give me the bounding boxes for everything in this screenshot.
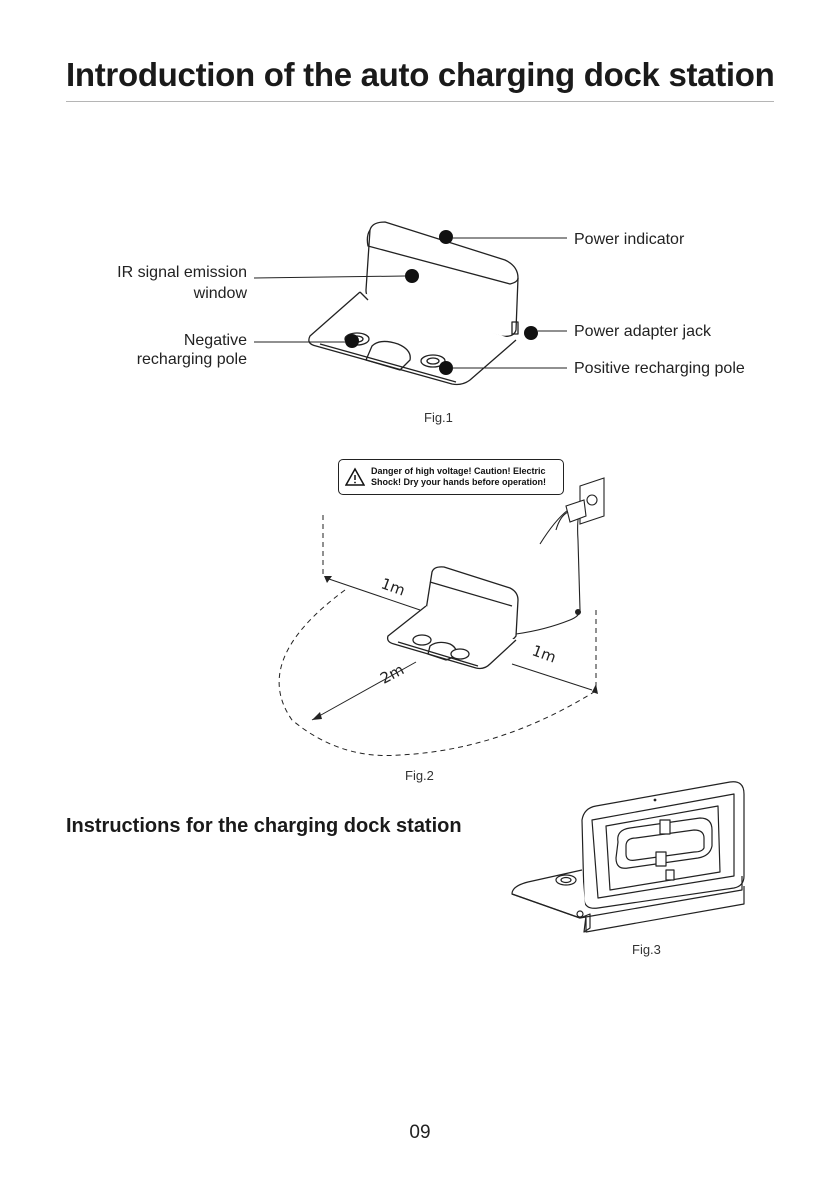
negative-pole-dot — [345, 334, 359, 348]
positive-pole-dot — [439, 361, 453, 375]
power-jack-dot — [524, 326, 538, 340]
label-positive-pole: Positive recharging pole — [574, 360, 745, 377]
label-negative-line1: Negative — [183, 332, 247, 349]
label-ir-window-line1: IR signal emission — [117, 264, 247, 281]
label-ir-window-line2: window — [193, 285, 247, 302]
title-divider — [66, 101, 774, 102]
label-negative-line2: recharging pole — [136, 351, 247, 368]
page-title: Introduction of the auto charging dock s… — [66, 56, 775, 93]
section-subtitle: Instructions for the charging dock stati… — [66, 815, 462, 837]
label-power-adapter-jack: Power adapter jack — [574, 323, 711, 340]
power-indicator-dot — [439, 230, 453, 244]
ir-window-dot — [405, 269, 419, 283]
label-power-indicator: Power indicator — [574, 231, 685, 248]
warning-text-line2: Shock! Dry your hands before operation! — [371, 477, 547, 487]
warning-triangle-icon — [345, 467, 365, 486]
fig3-caption: Fig.3 — [632, 942, 661, 957]
fig2-caption: Fig.2 — [405, 768, 434, 783]
page-number: 09 — [409, 1122, 431, 1143]
fig1-caption: Fig.1 — [424, 410, 453, 425]
warning-text-line1: Danger of high voltage! Caution! Electri… — [371, 466, 546, 476]
warning-sign: Danger of high voltage! Caution! Electri… — [338, 459, 564, 495]
